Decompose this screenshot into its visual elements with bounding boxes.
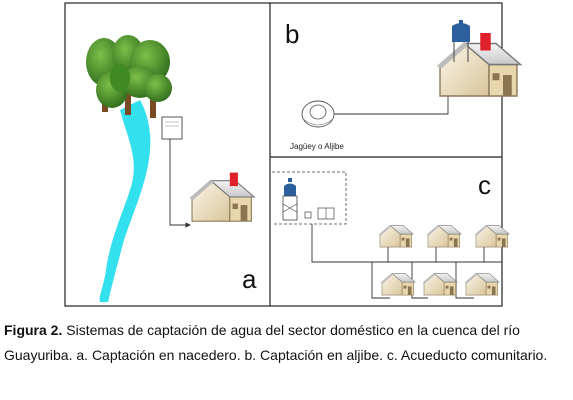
panel-b: b Jagüey o Aljibe: [285, 19, 522, 151]
panel-c: c: [272, 170, 510, 299]
figure-caption: Figura 2. Sistemas de captación de agua …: [4, 318, 570, 368]
caption-text: Sistemas de captación de agua del sector…: [4, 322, 548, 363]
distribution-network: [311, 224, 502, 299]
pipe-b: [334, 96, 449, 115]
water-tower: [284, 183, 296, 196]
figure-diagram: a b Jagüey o Aljibe c: [64, 2, 522, 307]
panel-letter-a: a: [242, 264, 257, 294]
house-b: [435, 33, 522, 97]
pipe-a: [169, 139, 191, 228]
panel-letter-c: c: [478, 170, 491, 200]
treatment-boundary: [272, 171, 347, 225]
panel-a: a: [86, 35, 257, 302]
cistern-label: Jagüey o Aljibe: [290, 142, 344, 151]
panel-letter-b: b: [285, 19, 299, 49]
caption-label: Figura 2.: [4, 322, 63, 338]
house-a: [188, 172, 255, 222]
water-tank-b: [452, 23, 470, 42]
spring-tank: [161, 116, 183, 140]
forest: [86, 35, 172, 118]
stream: [99, 100, 151, 302]
